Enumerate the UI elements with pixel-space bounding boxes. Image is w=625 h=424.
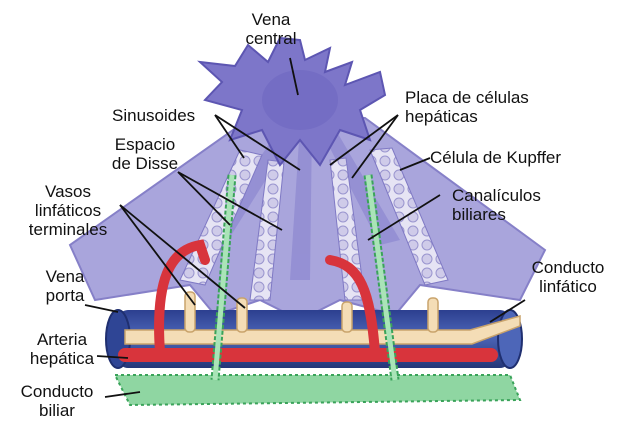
label-canaliculos: Canalículos biliares <box>452 186 541 224</box>
label-celula-kupffer: Célula de Kupffer <box>430 148 561 167</box>
label-conducto-biliar: Conducto biliar <box>8 382 106 420</box>
label-conducto-linfatico: Conducto linfático <box>518 258 618 296</box>
label-vasos-linfaticos: Vasos linfáticos terminales <box>16 182 120 239</box>
label-arteria-hepatica: Arteria hepática <box>22 330 102 368</box>
label-vena-central: Vena central <box>228 10 314 48</box>
label-espacio-disse: Espacio de Disse <box>100 135 190 173</box>
label-vena-porta: Vena porta <box>40 267 90 305</box>
hepatic-artery <box>118 348 498 362</box>
bile-duct <box>115 375 520 405</box>
label-placa-celulas: Placa de células hepáticas <box>405 88 529 126</box>
label-sinusoides: Sinusoides <box>112 106 195 125</box>
